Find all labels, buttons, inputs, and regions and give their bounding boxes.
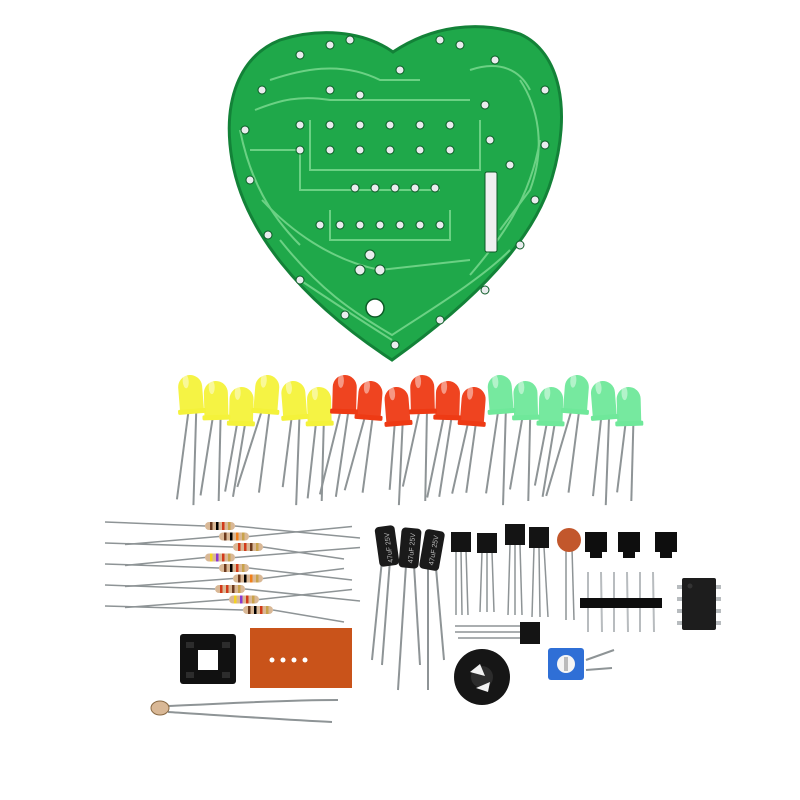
pcb-connector-outline: [484, 171, 498, 253]
led-row: [175, 373, 644, 506]
led-red: [318, 373, 359, 497]
jumper-caps: [585, 532, 677, 558]
led-green: [615, 386, 644, 501]
pin-header: [580, 571, 662, 633]
led-red: [451, 385, 486, 494]
led-green: [590, 380, 619, 506]
resistor: [124, 567, 345, 588]
resistor: [124, 588, 353, 609]
ceramic-capacitor: [557, 528, 581, 621]
led-yellow: [236, 373, 280, 493]
electrolytic-capacitors: 47uF 25V 47uF 25V 47uF 25V: [371, 525, 445, 691]
led-yellow: [199, 380, 231, 501]
led-yellow: [281, 380, 310, 506]
resistor: [104, 605, 345, 623]
resistor: [104, 542, 345, 560]
copper-strip-board: [250, 628, 352, 688]
led-red: [401, 374, 437, 501]
jumper-cap-3: [655, 532, 677, 558]
ic-chip: [677, 578, 721, 630]
heart-pcb: [227, 25, 563, 362]
resistor-bundle: [104, 521, 361, 623]
capacitor-marking: 47uF 25V: [408, 532, 418, 563]
led-red: [426, 379, 462, 498]
led-green: [508, 380, 541, 501]
jumper-cap-2: [618, 532, 640, 558]
resistor: [124, 525, 353, 546]
pcb-mounting-hole: [365, 298, 385, 318]
transistor-3: [505, 524, 525, 616]
ic-socket: [180, 634, 236, 684]
electrolytic-capacitor-1: 47uF 25V: [371, 525, 400, 666]
led-red: [384, 386, 413, 506]
resistor: [124, 546, 361, 567]
transistor-2: [477, 533, 497, 613]
electrolytic-capacitor-2: 47uF 25V: [397, 527, 422, 691]
led-green: [485, 374, 516, 506]
led-green: [545, 373, 589, 497]
buzzer: [454, 649, 510, 705]
transistor-horizontal: [455, 622, 540, 644]
transistor-1: [451, 532, 471, 616]
transistors: [451, 524, 549, 644]
jumper-cap-1: [585, 532, 607, 558]
capacitor-marking: 47uF 25V: [384, 532, 395, 563]
electrolytic-capacitor-3: 47uF 25V: [419, 529, 445, 690]
led-yellow: [224, 385, 255, 497]
trim-potentiometer: [548, 648, 615, 680]
led-yellow: [175, 374, 207, 506]
transistor-4: [529, 527, 549, 618]
light-sensor: [150, 699, 339, 723]
led-yellow: [305, 386, 334, 501]
led-red: [343, 379, 383, 493]
pcb-pads: [240, 35, 550, 350]
led-green: [533, 385, 565, 497]
pcb-traces: [239, 65, 541, 341]
